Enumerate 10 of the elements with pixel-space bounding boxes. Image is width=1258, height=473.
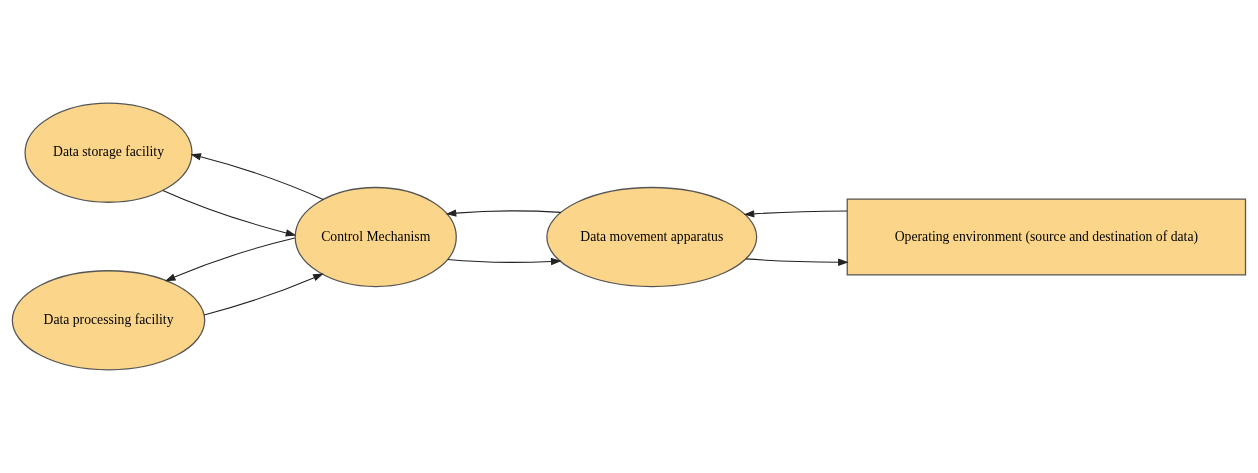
node-ellipse: Data storage facility (24, 102, 193, 203)
node-box: Operating environment (source and destination of data) (846, 198, 1247, 276)
arrow (203, 273, 324, 316)
arrow (743, 210, 848, 218)
arrow (164, 237, 296, 282)
arrow (745, 258, 849, 266)
arrow (162, 189, 297, 237)
arrow (445, 209, 562, 217)
arrow (447, 257, 562, 266)
arrow (190, 153, 324, 201)
